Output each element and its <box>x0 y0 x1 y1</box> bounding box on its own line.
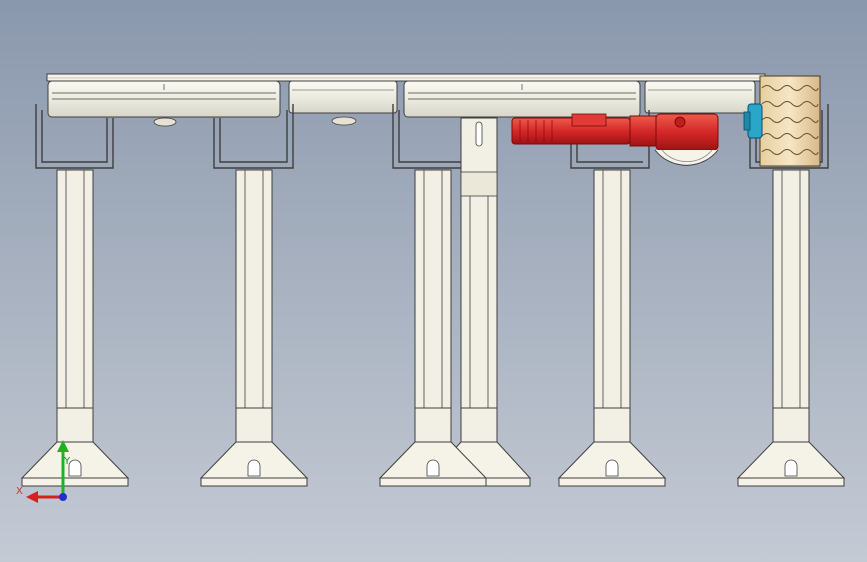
roller-left[interactable] <box>47 80 281 118</box>
leg-4 <box>557 169 667 487</box>
leg-5 <box>736 169 846 487</box>
conveyor-top-plate <box>46 73 766 82</box>
idler-roller-2[interactable] <box>644 80 756 114</box>
roller-nut <box>153 117 177 127</box>
leg-3 <box>378 169 488 487</box>
idler-roller-1[interactable] <box>288 80 398 126</box>
roller-middle[interactable] <box>403 80 641 118</box>
modular-belt[interactable] <box>759 75 821 167</box>
coupling[interactable] <box>743 103 763 139</box>
leg-2 <box>199 169 309 487</box>
leg-1 <box>20 169 130 487</box>
drive-pulley <box>654 149 719 166</box>
x-axis-label: X <box>16 486 23 497</box>
y-axis-label: Y <box>64 456 71 467</box>
coordinate-triad-icon <box>26 440 69 503</box>
bracket-1 <box>35 104 114 169</box>
drive-motor[interactable] <box>511 113 719 151</box>
